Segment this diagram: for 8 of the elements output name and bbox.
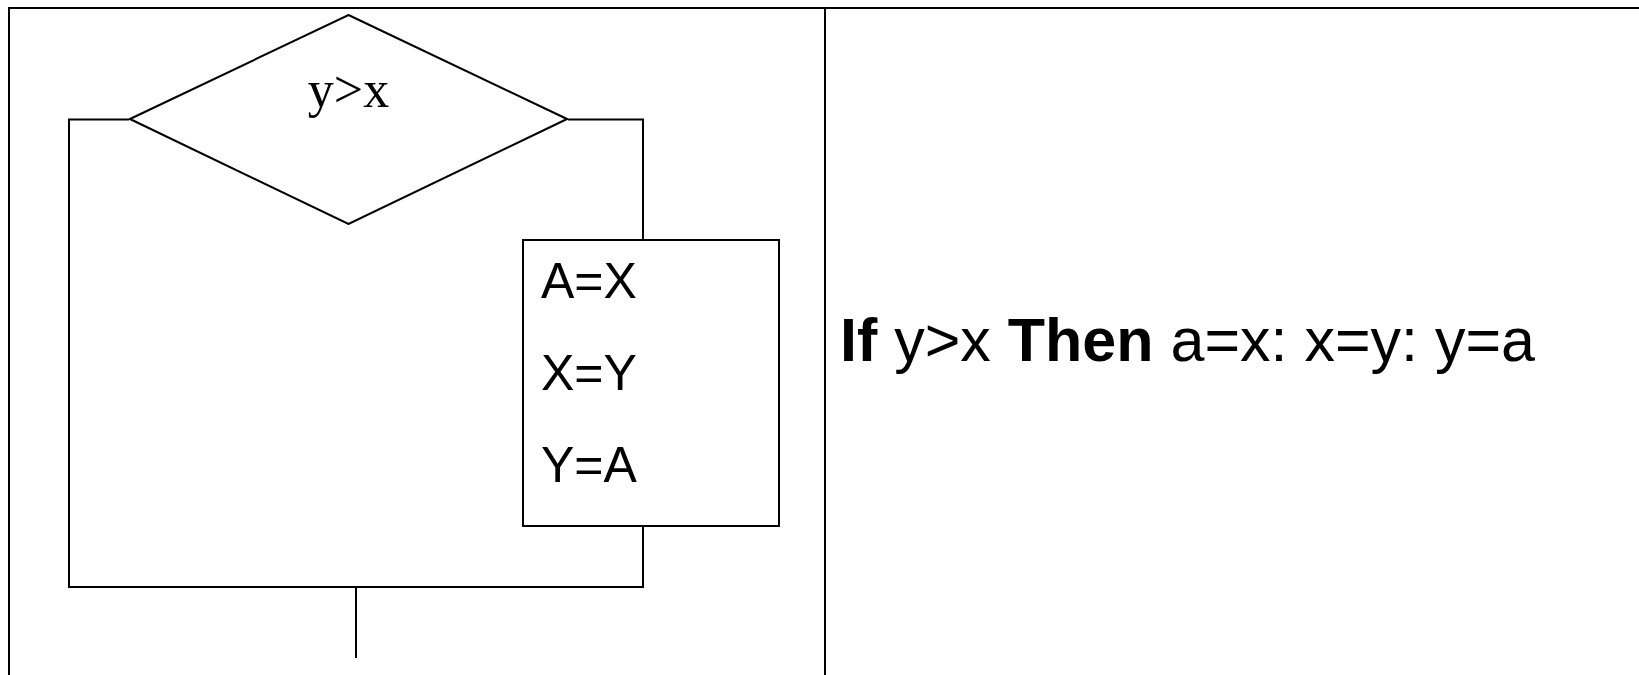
decision-diamond [129,14,568,225]
assignment-text: X=Y [541,347,637,399]
process-box [522,239,780,527]
condition-text: y>x [307,64,390,116]
connector-line [68,118,357,659]
connector-line [567,118,644,240]
assignment-text: Y=A [541,439,637,491]
assignment-text: A=X [541,255,637,307]
